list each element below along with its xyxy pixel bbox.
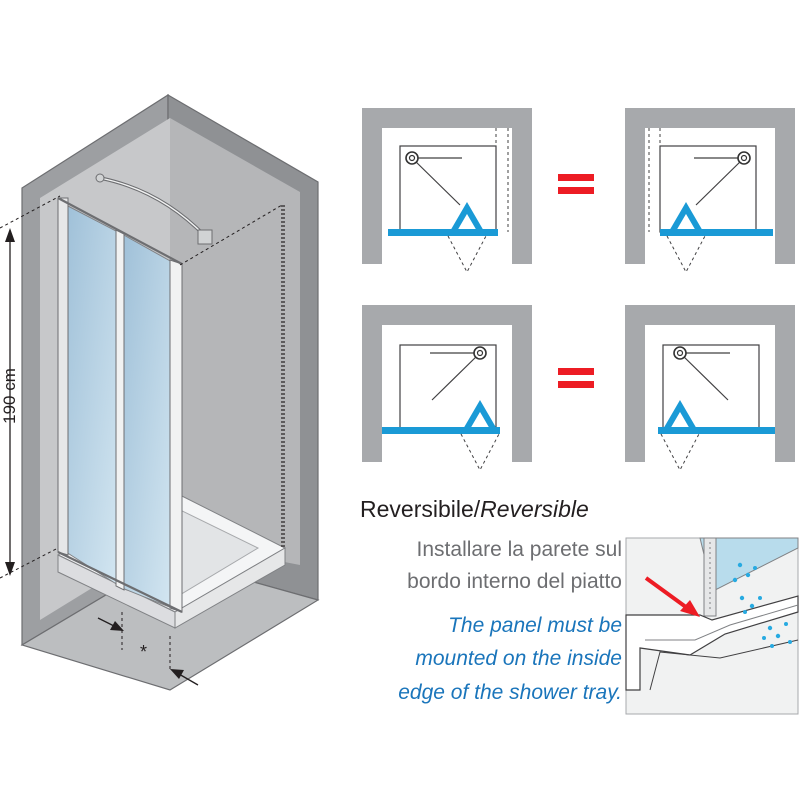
water-drop-icon xyxy=(732,562,792,648)
glass-panel-line xyxy=(382,427,500,434)
reversible-title: Reversibile/Reversible xyxy=(360,496,589,523)
door-swing-triangle-icon xyxy=(660,400,700,433)
door-swing-triangle-icon xyxy=(447,202,487,235)
tray-edge-arrows xyxy=(97,617,199,686)
orientation-diagram-row1-left xyxy=(362,108,532,274)
instruction-it-line-1: Installare la parete sul xyxy=(416,538,622,561)
height-dimension-label: 190 cm xyxy=(0,368,19,424)
frame-right-profile xyxy=(169,259,183,613)
door-swing-triangle-icon xyxy=(666,202,706,235)
instruction-en-line-3: edge of the shower tray. xyxy=(398,681,622,704)
mounting-detail-illustration xyxy=(625,537,799,715)
reversible-title-separator: / xyxy=(473,496,481,522)
equals-icon xyxy=(558,174,594,194)
orientation-diagram-row2-left xyxy=(362,305,532,472)
stabilizer-clamp xyxy=(197,229,213,245)
reversible-title-it: Reversibile xyxy=(360,496,474,522)
glass-panel-right xyxy=(121,233,173,609)
back-wall-inner xyxy=(170,118,300,565)
door-swing-triangle-icon xyxy=(460,400,500,433)
shower-head-icon xyxy=(405,151,419,165)
height-dimension-arrow xyxy=(5,228,15,576)
instruction-it-line-2: bordo interno del piatto xyxy=(407,570,622,593)
glass-panel-line xyxy=(660,229,773,236)
shower-head-icon xyxy=(673,346,687,360)
mounting-arrow-icon xyxy=(644,576,700,617)
glass-panel-line xyxy=(658,427,775,434)
orientation-diagram-row2-right xyxy=(625,305,795,472)
instruction-en-line-1: The panel must be xyxy=(448,614,622,637)
stabilizer-wall-bracket xyxy=(95,173,105,183)
glass-panel-line xyxy=(388,229,498,236)
glass-panel-left xyxy=(65,204,119,586)
orientation-diagram-row1-right xyxy=(625,108,795,274)
instruction-en-line-2: mounted on the inside xyxy=(415,647,622,670)
frame-center-profile xyxy=(115,229,125,591)
shower-tray-side xyxy=(174,547,286,629)
frame-left-profile xyxy=(57,197,69,556)
shower-head-icon xyxy=(473,346,487,360)
reversible-title-en: Reversible xyxy=(480,496,589,522)
equals-icon xyxy=(558,368,594,388)
tray-edge-asterisk: * xyxy=(140,642,148,662)
shower-head-icon xyxy=(737,151,751,165)
enclosure-illustration xyxy=(0,93,320,691)
